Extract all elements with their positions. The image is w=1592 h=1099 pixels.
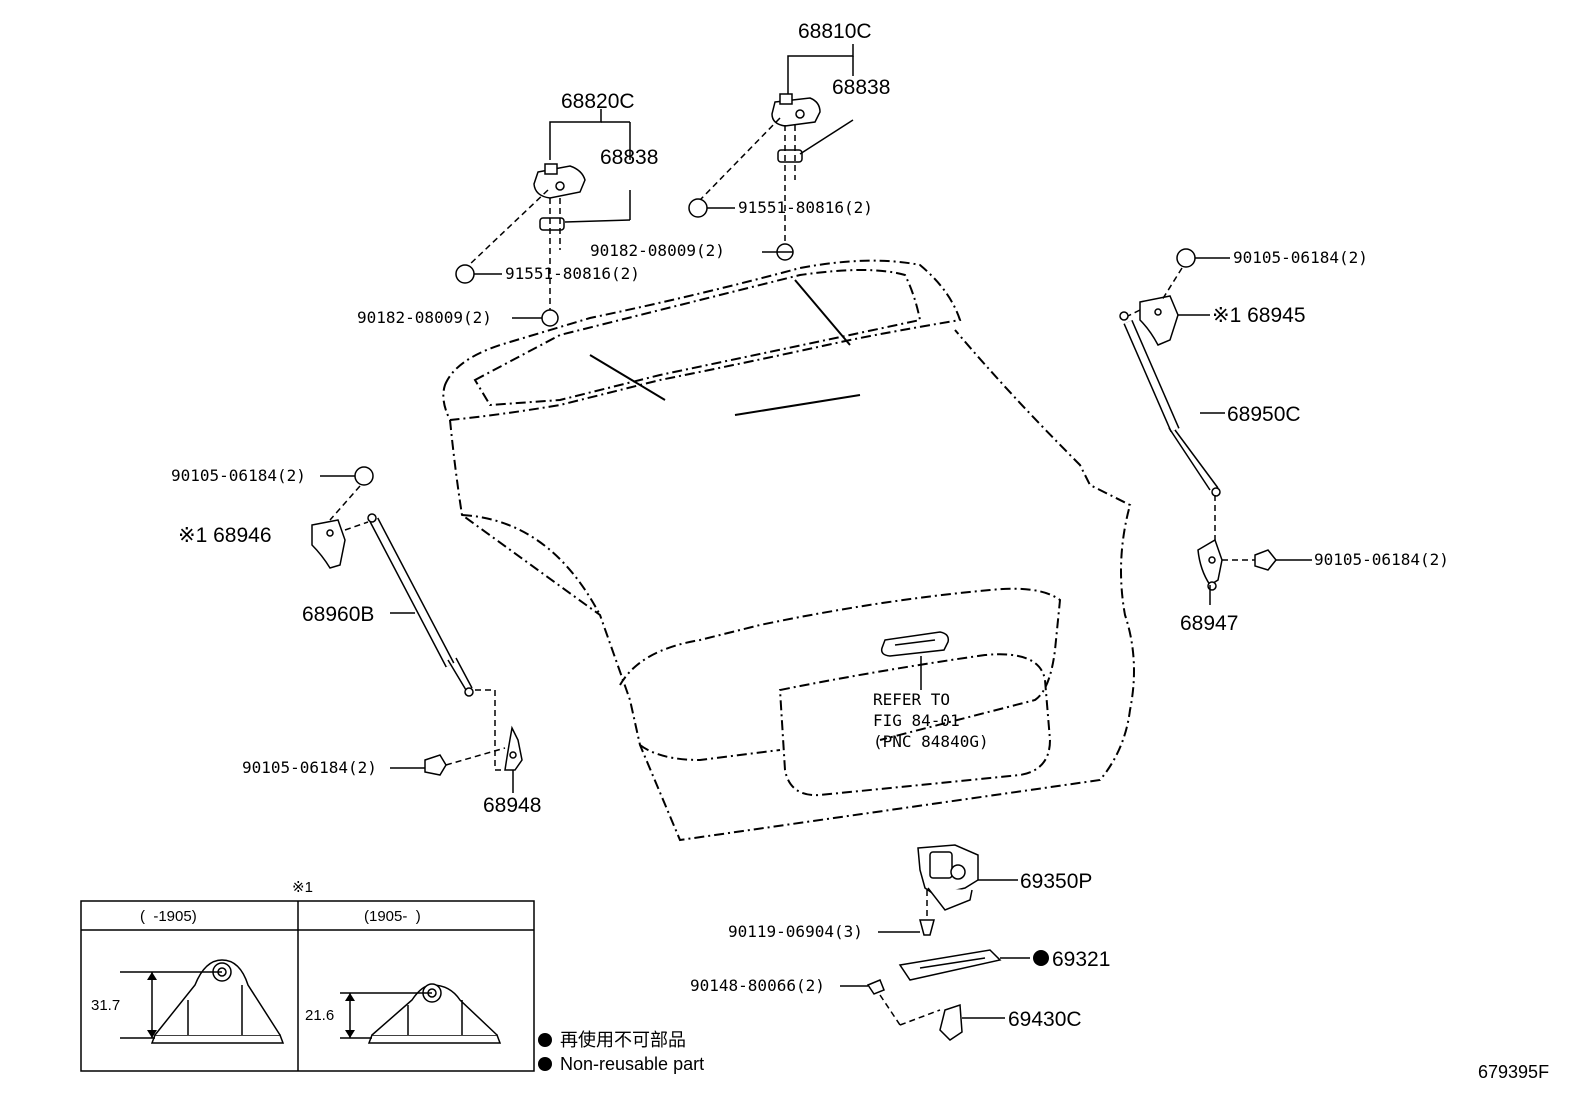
label-90105-right: 90105-06184(2) — [1314, 550, 1449, 569]
inset-dim2: 21.6 — [305, 1007, 334, 1024]
figure-code: 679395F — [1478, 1062, 1549, 1082]
label-refer-line3: (PNC 84840G) — [873, 732, 989, 751]
label-69350p: 69350P — [1020, 870, 1092, 893]
legend-jp: 再使用不可部品 — [560, 1030, 686, 1050]
bracket-68947 — [1197, 495, 1277, 591]
label-68838-top: 68838 — [832, 76, 890, 99]
label-90182-left: 90182-08009(2) — [357, 308, 492, 327]
label-90148: 90148-80066(2) — [690, 976, 825, 995]
label-68945: ※1 68945 — [1212, 304, 1306, 327]
label-90182-right: 90182-08009(2) — [590, 241, 725, 260]
label-91551-left: 91551-80816(2) — [505, 264, 640, 283]
label-68820c: 68820C — [561, 90, 635, 113]
label-68810c: 68810C — [798, 20, 872, 43]
label-69321: 69321 — [1052, 948, 1110, 971]
inset-marker: ※1 — [292, 879, 313, 896]
leader-lines — [320, 44, 1312, 1019]
label-90105-top-right: 90105-06184(2) — [1233, 248, 1368, 267]
strut-left — [311, 466, 523, 776]
inset-dim1: 31.7 — [91, 997, 120, 1014]
label-68838-left: 68838 — [600, 146, 658, 169]
label-refer-line2: FIG 84-01 — [873, 711, 960, 730]
legend-dot-icon — [538, 1057, 552, 1071]
legend-en: Non-reusable part — [560, 1054, 704, 1074]
lock-assembly — [866, 844, 1002, 1041]
label-68948: 68948 — [483, 794, 541, 817]
label-refer-line1: REFER TO — [873, 690, 950, 709]
hinge-right — [688, 93, 821, 261]
label-69430c: 69430C — [1008, 1008, 1082, 1031]
label-90105-left: 90105-06184(2) — [171, 466, 306, 485]
back-door-panel — [442, 259, 1135, 842]
non-reusable-marker-icon — [1033, 950, 1049, 966]
label-68946: ※1 68946 — [178, 524, 272, 547]
strut-right — [1119, 248, 1221, 497]
label-68950c: 68950C — [1227, 403, 1301, 426]
label-68960b: 68960B — [302, 603, 374, 626]
inset-col1-header: ( -1905) — [140, 908, 197, 925]
label-68947: 68947 — [1180, 612, 1238, 635]
legend: 再使用不可部品 Non-reusable part — [538, 1030, 704, 1074]
inset-detail: ※1 ( -1905) (1905- ) 31.7 21.6 — [80, 879, 535, 1072]
label-90119: 90119-06904(3) — [728, 922, 863, 941]
label-90105-bottom-left: 90105-06184(2) — [242, 758, 377, 777]
legend-dot-icon — [538, 1033, 552, 1047]
part-labels: 68810C 68838 68820C 68838 91551-80816(2)… — [171, 20, 1449, 1031]
label-91551-right: 91551-80816(2) — [738, 198, 873, 217]
hinge-left — [455, 163, 586, 327]
inset-col2-header: (1905- ) — [364, 908, 421, 925]
